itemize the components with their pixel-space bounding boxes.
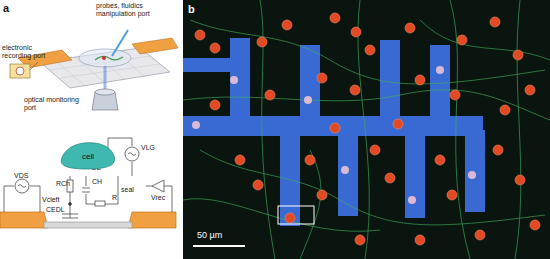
fluorescence-micrograph — [183, 0, 550, 259]
cell-body: cell — [58, 141, 118, 171]
component-label: CH — [92, 178, 102, 186]
port-label: optical monitoring port — [24, 96, 88, 112]
component-label: seal — [121, 186, 134, 194]
component-label: CEDL — [46, 206, 65, 214]
scale-bar-label: 50 µm — [197, 230, 222, 240]
port-label: electronic recording port — [2, 44, 46, 60]
component-label: RCh — [56, 180, 70, 188]
port-label: probes, fluidics manipulation port — [96, 2, 178, 18]
component-label: R — [112, 194, 117, 202]
voltage-label: Vcleft — [42, 196, 60, 204]
cell-shape — [61, 143, 114, 169]
cell-label: cell — [82, 152, 94, 161]
voltage-label: Vrec — [151, 194, 165, 202]
voltage-label: VDS — [14, 172, 28, 180]
panel-letter: b — [188, 3, 195, 16]
voltage-label: VLG — [141, 144, 155, 152]
equivalent-circuit — [0, 138, 176, 228]
panel-letter: a — [3, 2, 9, 15]
